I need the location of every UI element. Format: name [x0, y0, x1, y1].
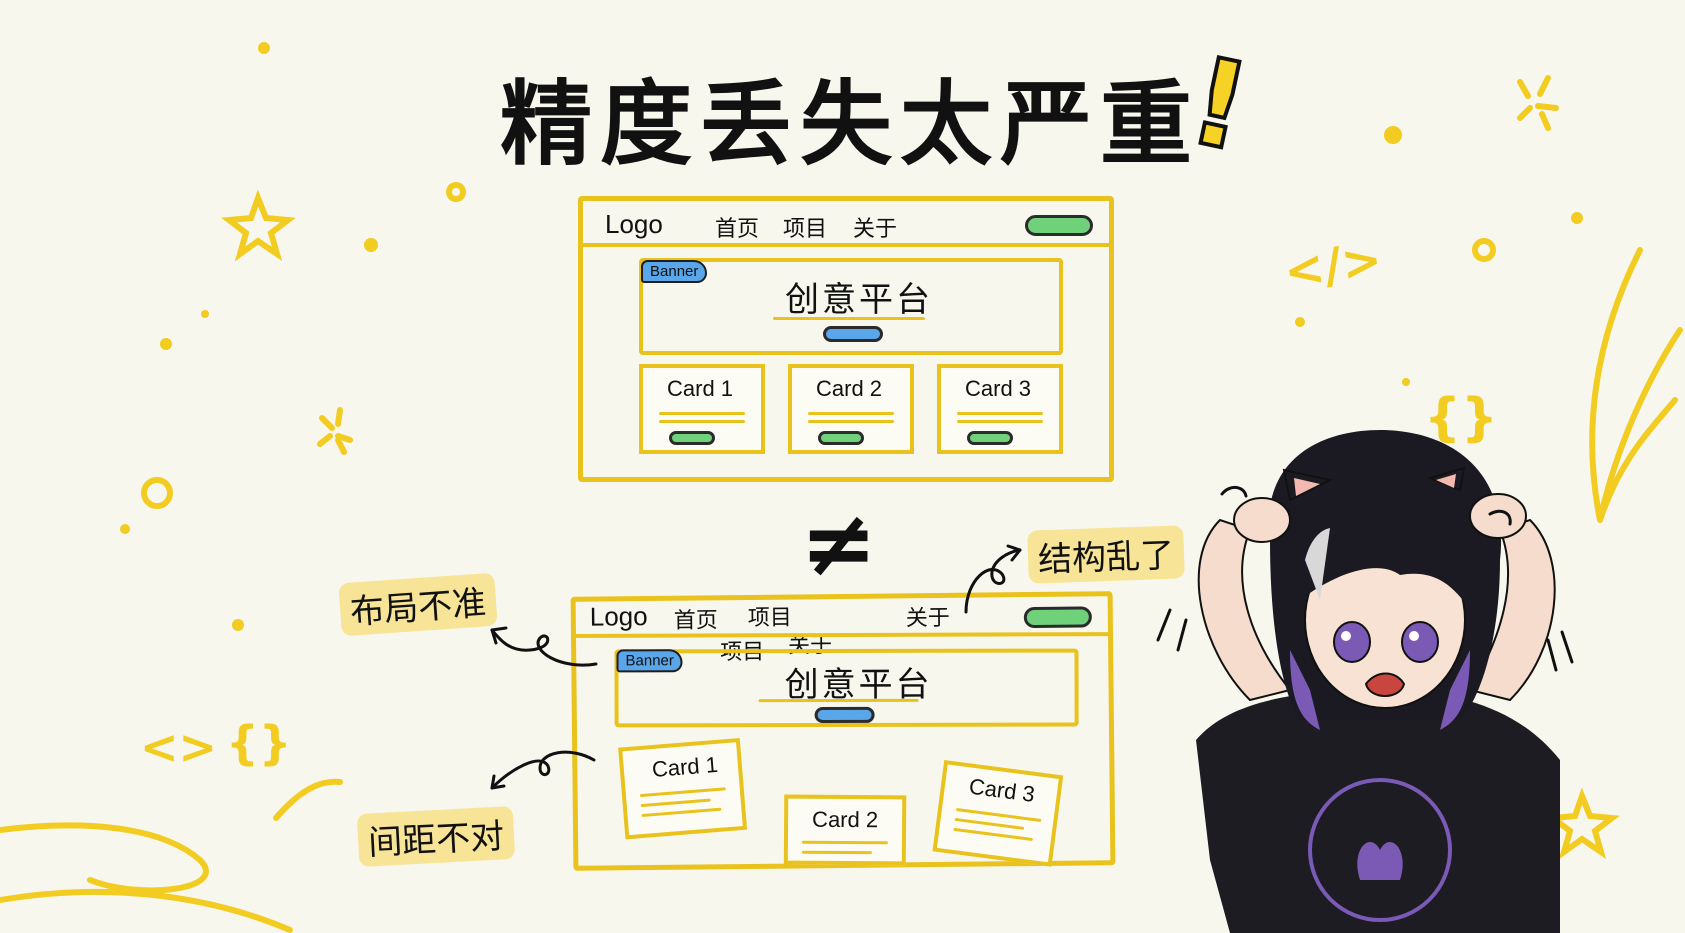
banner-tag: Banner: [641, 260, 708, 283]
correct-wireframe: Logo 首页 项目 关于 Banner 创意平台 Card 1 Card 2 …: [578, 196, 1114, 482]
card-label: Card 2: [816, 376, 883, 401]
card-label: Card 3: [965, 376, 1032, 401]
braces-doodle-right: {}: [1424, 388, 1499, 448]
circle-doodle: [141, 477, 173, 509]
sparkle-doodle: [1517, 75, 1559, 131]
hero-title: 创意平台: [785, 280, 933, 320]
arrow-icon: [964, 548, 1022, 614]
nav-item-projects: 项目: [783, 217, 828, 242]
wireframe-logo: Logo: [605, 209, 663, 239]
code-tag-doodle: <>: [140, 720, 218, 774]
shirt-emblem: [1308, 778, 1452, 922]
scribble-doodle: [1589, 247, 1683, 523]
arrow-icon: [490, 750, 596, 790]
banner-box: Banner 创意平台: [639, 258, 1063, 355]
braces-doodle: {}: [226, 716, 292, 770]
swoosh-doodle: [0, 888, 293, 933]
card-label: Card 1: [667, 376, 734, 401]
shirt: [1196, 690, 1560, 933]
circle-doodle: [446, 182, 466, 202]
swoosh-doodle: [0, 822, 209, 894]
page-title: 精度丢失太严重: [500, 71, 1201, 178]
star-icon: [221, 189, 296, 262]
card: Card 2: [788, 364, 914, 454]
nav-button: [1025, 215, 1093, 236]
star-icon: [1545, 787, 1620, 860]
hero-button: [823, 326, 883, 342]
swoosh-doodle: [273, 778, 343, 821]
not-equal-sign: ≠: [800, 490, 878, 597]
card: Card 3: [937, 364, 1063, 454]
right-eye: [1401, 621, 1439, 663]
card: Card 1: [639, 364, 765, 454]
circle-doodle: [1472, 238, 1496, 262]
arrow-icon: [490, 628, 598, 667]
shouting-mouth: [1364, 672, 1406, 697]
left-eye: [1333, 621, 1371, 663]
nav-item-about: 关于: [853, 217, 898, 242]
sparkle-doodle: [317, 407, 353, 455]
